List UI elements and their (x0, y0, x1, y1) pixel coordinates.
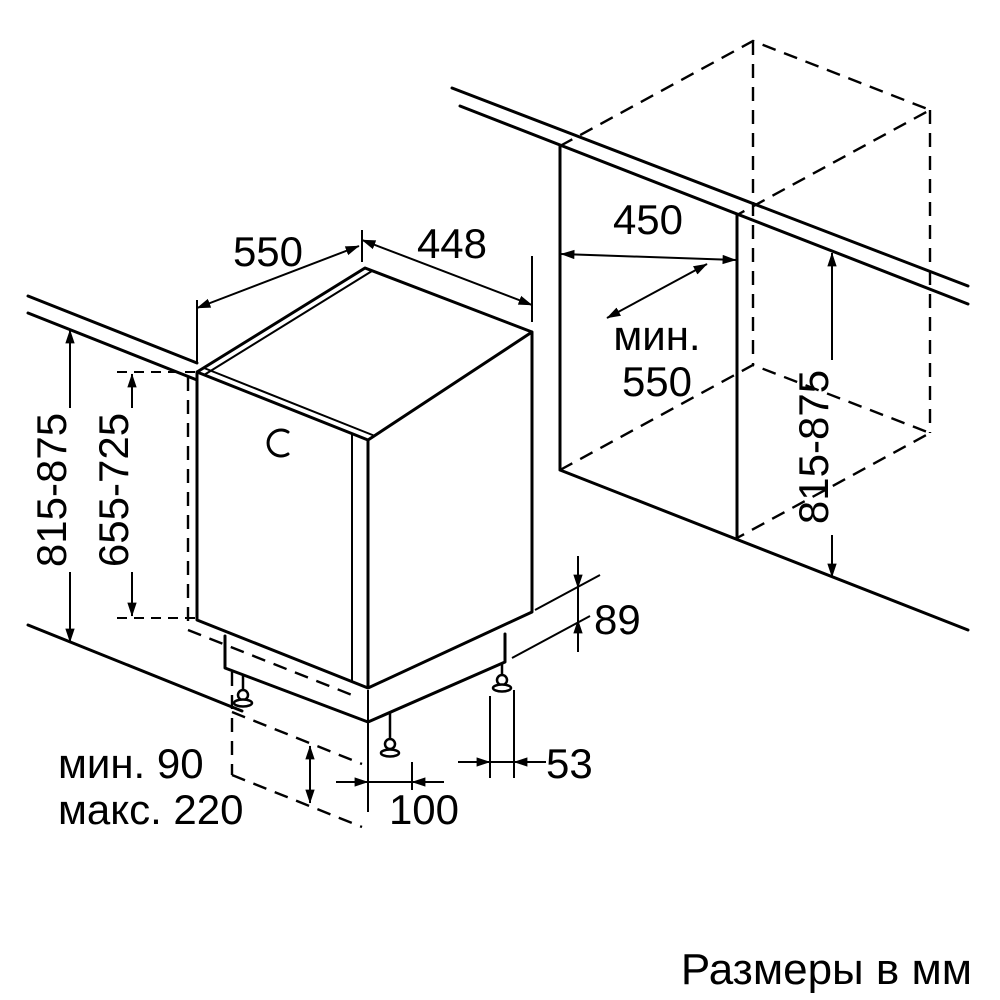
foot-screw (383, 737, 397, 751)
floor-left (26, 623, 244, 713)
worktop-right (450, 86, 970, 306)
extension-lines (196, 230, 601, 812)
panel-height-reference-dashed (112, 371, 195, 619)
dim-top-width-line (361, 239, 533, 306)
appliance-body-outline (195, 266, 534, 724)
foot-pad (379, 748, 401, 758)
appliance-drawing (186, 266, 534, 829)
niche-opening-solid-edges (558, 144, 970, 632)
label-niche-depth-min: мин. (613, 312, 700, 359)
adjustable-foot-front (379, 712, 401, 758)
label-front-foot-offset: 100 (389, 786, 459, 833)
door-handle-curve (266, 428, 290, 458)
label-niche-height: 815-875 (790, 370, 837, 524)
worktop-right-edge-lines (450, 86, 970, 306)
label-top-depth: 550 (233, 228, 303, 275)
label-plinth-gap-min: мин. 90 (58, 740, 204, 787)
foot-pad (232, 698, 254, 708)
label-base-height: 89 (594, 596, 641, 643)
worktop-left (26, 294, 199, 382)
label-niche-depth-value: 550 (622, 358, 692, 405)
dim-top-depth-line (196, 245, 360, 309)
foot-pad (491, 683, 513, 693)
furniture-panel-dashed-lines (186, 377, 363, 829)
worktop-left-edge-lines (26, 294, 199, 382)
label-top-width: 448 (417, 220, 487, 267)
niche-cavity-dashed-edges (559, 39, 933, 540)
label-niche-width: 450 (613, 196, 683, 243)
label-overall-height: 815-875 (28, 413, 75, 567)
dimension-labels: 550 448 450 мин. 550 815-875 655-725 815… (28, 196, 972, 994)
caption-units: Размеры в мм (681, 945, 972, 994)
dim-niche-width-line (560, 249, 737, 265)
adjustable-foot-right (491, 663, 513, 693)
label-plinth-gap-max: макс. 220 (58, 786, 244, 833)
appliance-top-rim-lines (203, 270, 376, 682)
adjustable-foot-left (232, 675, 254, 708)
niche-drawing (558, 39, 970, 632)
label-rear-foot-offset: 53 (546, 740, 593, 787)
label-panel-height: 655-725 (90, 413, 137, 567)
floor-left-line (26, 623, 244, 713)
dimension-lines (65, 239, 837, 804)
dim-niche-depth-arrow (606, 263, 708, 319)
